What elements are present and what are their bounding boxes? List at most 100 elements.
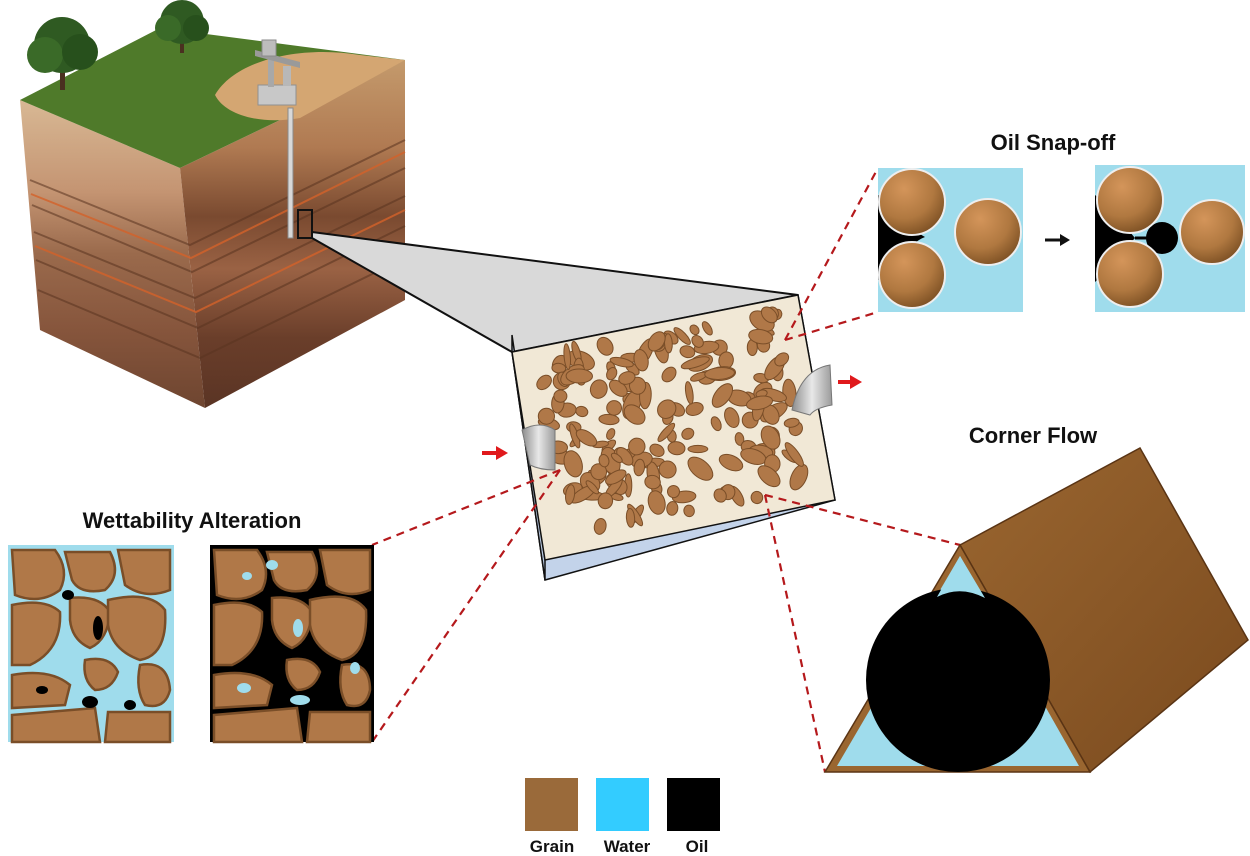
sand-grain (701, 321, 713, 336)
sand-grain (605, 469, 627, 485)
sand-grain (783, 417, 800, 428)
sand-grain (710, 416, 722, 432)
legend: Grain Water Oil (525, 778, 720, 856)
sand-grain (606, 400, 622, 416)
sand-grain (760, 425, 781, 450)
sand-grain (606, 367, 618, 381)
elbow-pipe-icon (791, 364, 833, 416)
sand-grain (746, 395, 773, 411)
tree-icon (27, 17, 98, 90)
sand-grain (657, 399, 677, 419)
wettability-title: Wettability Alteration (83, 508, 302, 533)
sand-grain (589, 379, 608, 399)
sand-grain (666, 501, 679, 516)
sand-grain (789, 463, 809, 491)
sand-grain (680, 356, 710, 370)
sand-grain (718, 453, 744, 472)
sand-grain (625, 508, 636, 528)
core-sample (482, 294, 862, 581)
sand-grain (687, 444, 709, 454)
sample-marker (297, 209, 313, 239)
sand-grain (748, 328, 774, 345)
sand-grain (704, 367, 735, 380)
sand-grain (724, 407, 740, 429)
legend-swatch-grain (525, 778, 578, 831)
sand-grain (644, 474, 661, 490)
sand-grain (658, 460, 677, 479)
snapoff-panel-before (878, 168, 1023, 312)
snapoff-title: Oil Snap-off (991, 130, 1116, 155)
legend-item-grain: Grain (525, 778, 578, 856)
corner-title: Corner Flow (969, 423, 1098, 448)
sand-grain (757, 465, 781, 488)
sand-grain (673, 327, 691, 345)
sand-grain (606, 428, 616, 440)
sand-grain (684, 381, 694, 405)
sand-grain (633, 458, 646, 477)
strata-lines (29, 139, 406, 360)
sand-grain (565, 368, 593, 384)
earth-block (20, 0, 406, 408)
legend-label-oil: Oil (686, 837, 709, 856)
sand-grain (565, 484, 576, 505)
sand-grain (537, 407, 555, 425)
sand-grain (609, 356, 634, 368)
sand-grain (711, 383, 734, 408)
wettability-panel-oil-wet (210, 545, 374, 744)
arrow-right-icon (482, 446, 508, 460)
wettability-panel-water-wet (8, 545, 174, 744)
legend-label-water: Water (604, 837, 651, 856)
corner-flow-prism (823, 446, 1249, 774)
sand-grain (657, 422, 676, 442)
zoom-lines (371, 167, 961, 773)
sand-grain (667, 441, 686, 456)
sand-grain (585, 480, 600, 495)
sand-grain (687, 456, 714, 481)
prism-water-corner (937, 556, 985, 598)
sand-grain (750, 490, 764, 505)
earth-front-face (20, 100, 205, 408)
sand-grain (679, 345, 696, 359)
legend-swatch-oil (667, 778, 720, 831)
sand-grain (774, 352, 790, 367)
sand-grain (683, 504, 695, 518)
sand-grain (597, 492, 614, 510)
sand-grain (593, 517, 607, 535)
oil-blob (866, 588, 1050, 772)
sand-grain (681, 427, 695, 440)
sand-grain (628, 437, 646, 456)
sand-grain (563, 343, 571, 370)
sand-grain (596, 336, 614, 356)
well-bore (287, 107, 294, 239)
sand-grain (691, 334, 704, 348)
sand-grain (734, 432, 745, 446)
sand-grain (647, 490, 666, 515)
sand-grain (598, 454, 610, 468)
sand-grain (536, 374, 552, 391)
oil-pumpjack-icon (255, 39, 300, 106)
sand-grain (713, 488, 727, 503)
tree-icon (155, 0, 209, 53)
sand-grain (598, 413, 620, 426)
sand-grain (575, 429, 598, 447)
sand-grain (590, 463, 608, 481)
legend-item-water: Water (596, 778, 651, 856)
elbow-pipe-icon (521, 424, 556, 471)
sand-grain (784, 442, 804, 467)
sand-grain (760, 306, 778, 324)
sand-grain (689, 324, 700, 336)
sand-grain (563, 450, 583, 478)
sand-grain (633, 349, 649, 372)
snapoff-panel-after (1095, 165, 1245, 312)
core-grains (536, 306, 809, 535)
sand-grain (666, 485, 681, 499)
sand-grain (553, 389, 568, 403)
arrow-right-icon (1045, 234, 1070, 246)
legend-label-grain: Grain (530, 837, 574, 856)
legend-item-oil: Oil (667, 778, 720, 856)
sand-grain (663, 333, 673, 354)
legend-swatch-water (596, 778, 649, 831)
sand-grain (610, 452, 623, 464)
sand-grain (647, 331, 666, 352)
